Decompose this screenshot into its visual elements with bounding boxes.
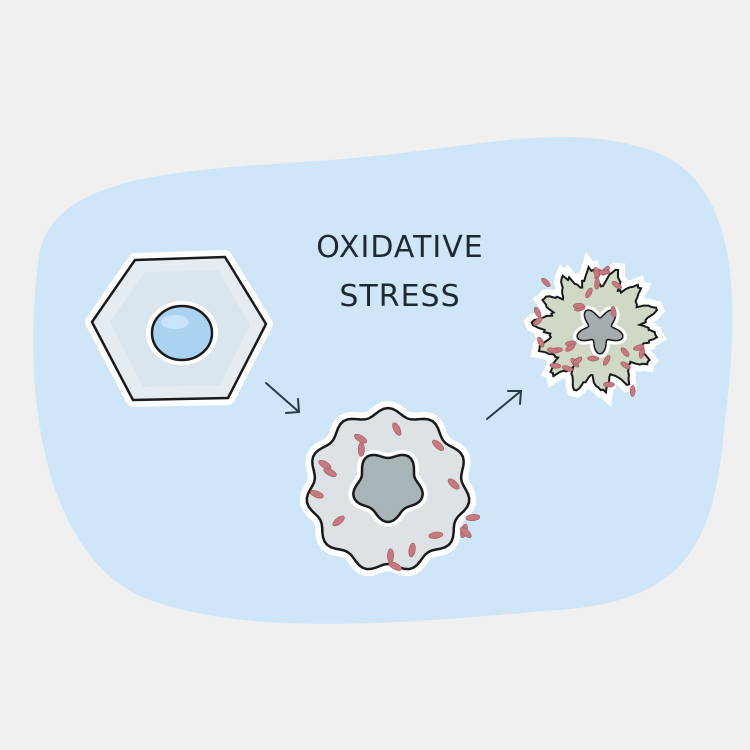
title-line-2: STRESS [339, 279, 460, 314]
title-line-1: OXIDATIVE [316, 230, 484, 265]
damaged-cell [523, 251, 668, 408]
ros-particle [585, 287, 593, 299]
ros-particle [408, 542, 416, 558]
ros-particle [594, 278, 600, 290]
ros-particle [533, 316, 543, 326]
healthy-nucleus [150, 304, 214, 362]
ros-particle [611, 281, 622, 289]
ros-particle [318, 459, 332, 470]
ros-particle [354, 433, 368, 444]
ros-particle [572, 303, 585, 309]
ros-particle [432, 439, 444, 451]
ros-particle [610, 306, 617, 318]
ros-particle [387, 548, 394, 564]
ros-particle [332, 515, 345, 527]
ros-particle [392, 422, 402, 436]
ros-particle [549, 362, 562, 369]
ros-particle [587, 355, 600, 362]
ros-particle [602, 355, 611, 366]
ros-particle [562, 365, 574, 372]
healthy-cell [85, 250, 273, 407]
ros-particle [465, 514, 481, 522]
ros-particle [633, 344, 645, 351]
arrow-2-icon [486, 390, 523, 420]
ros-particle [620, 361, 631, 370]
ros-particle [323, 467, 337, 477]
ros-particle [603, 381, 615, 388]
ros-particle [428, 531, 444, 539]
ros-particle [598, 269, 611, 275]
ros-particle [459, 526, 472, 539]
ros-particle [593, 266, 600, 279]
ros-particle [447, 478, 460, 490]
stressed-cell [299, 400, 481, 577]
ros-particle [629, 385, 636, 397]
ros-particle [357, 442, 365, 457]
ros-particle [541, 277, 551, 287]
ros-particle [388, 561, 402, 571]
ros-particle [565, 343, 576, 352]
stressed-nucleus [352, 453, 424, 524]
ros-particle [620, 347, 630, 357]
ros-particle [309, 490, 324, 499]
ros-particle [547, 347, 559, 354]
ros-particle [572, 356, 583, 366]
arrow-1-icon [265, 382, 301, 414]
ros-particle [537, 336, 545, 348]
